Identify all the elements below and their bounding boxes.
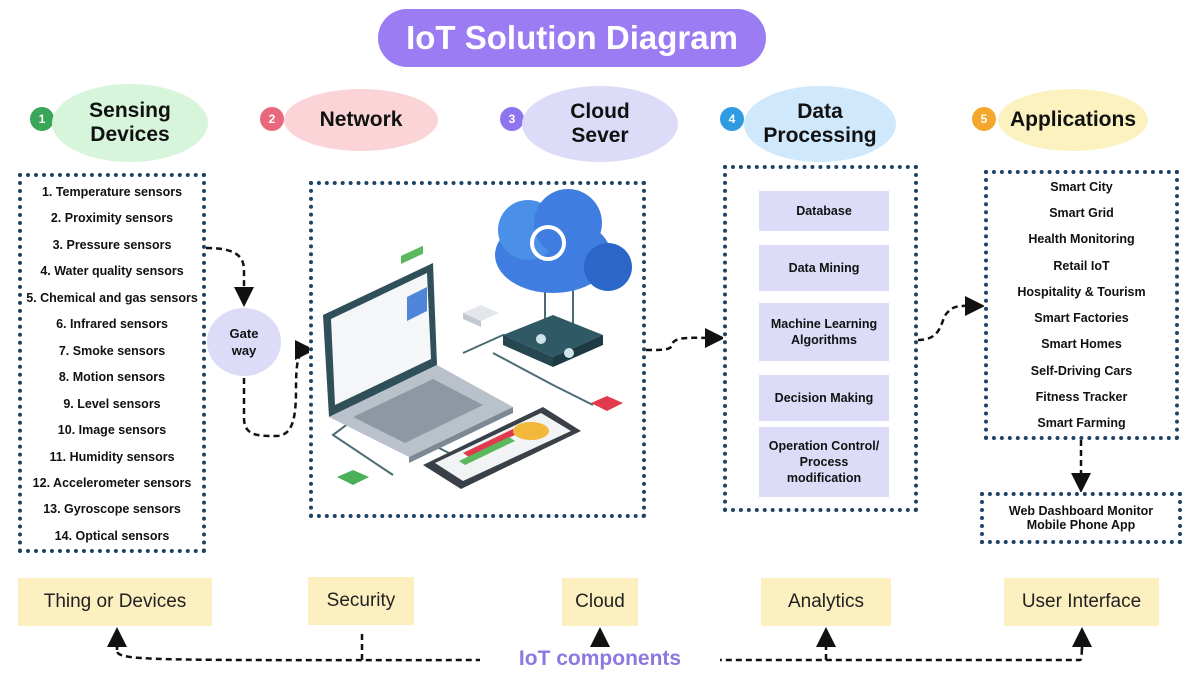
- stage-data-processing: Data Processing: [744, 86, 896, 162]
- list-item: 5. Chemical and gas sensors: [26, 290, 198, 305]
- list-item: Retail IoT: [1053, 258, 1110, 273]
- laptop-icon: [323, 245, 513, 463]
- stage-number-5: 5: [972, 107, 996, 131]
- list-item: Fitness Tracker: [1035, 389, 1128, 404]
- list-item: Health Monitoring: [1028, 232, 1135, 247]
- process-decision-making: Decision Making: [759, 375, 889, 421]
- stage-applications: Applications: [998, 89, 1148, 151]
- stage-number-3: 3: [500, 107, 524, 131]
- network-illustration: [323, 189, 632, 489]
- arrow-processing-to-applications: [917, 295, 985, 342]
- process-data-mining: Data Mining: [759, 245, 889, 291]
- component-security: Security: [308, 577, 414, 625]
- list-item: Smart City: [1050, 180, 1113, 194]
- component-user-interface: User Interface: [1004, 578, 1159, 626]
- list-item: Hospitality & Tourism: [1017, 284, 1146, 299]
- sensor-list: 1. Temperature sensors 2. Proximity sens…: [18, 173, 206, 553]
- user-interfaces-box: Web Dashboard Monitor Mobile Phone App: [980, 492, 1182, 544]
- gateway-node: Gate way: [207, 308, 281, 376]
- list-item: 9. Level sensors: [63, 396, 161, 411]
- cloud-sync-icon: [495, 189, 632, 293]
- list-item: 14. Optical sensors: [54, 528, 170, 543]
- stage-network: Network: [284, 89, 438, 151]
- list-item: 7. Smoke sensors: [58, 343, 166, 358]
- arrow-gateway-to-network: [242, 340, 315, 438]
- list-item: 3. Pressure sensors: [52, 237, 172, 252]
- applications-list: Smart City Smart Grid Health Monitoring …: [984, 170, 1179, 440]
- list-item: 12. Accelerometer sensors: [32, 475, 192, 490]
- list-item: Self-Driving Cars: [1030, 363, 1133, 378]
- list-item: 10. Image sensors: [57, 423, 167, 438]
- stage-number-1: 1: [30, 107, 54, 131]
- components-connector: [115, 631, 1084, 662]
- data-processing-box: Database Data Mining Machine Learning Al…: [723, 165, 918, 512]
- interface-mobile-app: Mobile Phone App: [1026, 518, 1136, 532]
- stage-cloud-server: Cloud Sever: [522, 86, 678, 162]
- list-item: Smart Factories: [1034, 311, 1129, 326]
- stage-sensing-devices: Sensing Devices: [52, 84, 208, 162]
- list-item: 11. Humidity sensors: [49, 449, 175, 464]
- network-illustration-box: [309, 181, 646, 518]
- list-item: 6. Infrared sensors: [56, 317, 168, 332]
- process-machine-learning: Machine Learning Algorithms: [759, 303, 889, 361]
- list-item: 1. Temperature sensors: [41, 185, 183, 199]
- iot-components-label: IoT components: [480, 647, 720, 671]
- component-analytics: Analytics: [761, 578, 891, 626]
- list-item: Smart Homes: [1041, 337, 1122, 352]
- list-item: 13. Gyroscope sensors: [43, 502, 181, 517]
- list-item: 2. Proximity sensors: [50, 211, 174, 226]
- process-database: Database: [759, 191, 889, 231]
- list-item: Smart Grid: [1049, 206, 1114, 221]
- arrow-network-to-processing: [645, 327, 725, 352]
- interface-web-dashboard: Web Dashboard Monitor: [1008, 504, 1154, 518]
- page-title: IoT Solution Diagram: [378, 9, 766, 67]
- stage-number-4: 4: [720, 107, 744, 131]
- stage-number-2: 2: [260, 107, 284, 131]
- arrow-sensors-to-gateway: [205, 246, 254, 307]
- router-icon: [503, 315, 603, 367]
- list-item: 8. Motion sensors: [58, 370, 166, 385]
- list-item: Smart Farming: [1037, 415, 1126, 430]
- component-cloud: Cloud: [562, 578, 638, 626]
- list-item: 4. Water quality sensors: [40, 264, 184, 279]
- process-operation-control: Operation Control/ Process modification: [759, 427, 889, 497]
- smartphone-icon: [423, 407, 581, 489]
- component-thing-or-devices: Thing or Devices: [18, 578, 212, 626]
